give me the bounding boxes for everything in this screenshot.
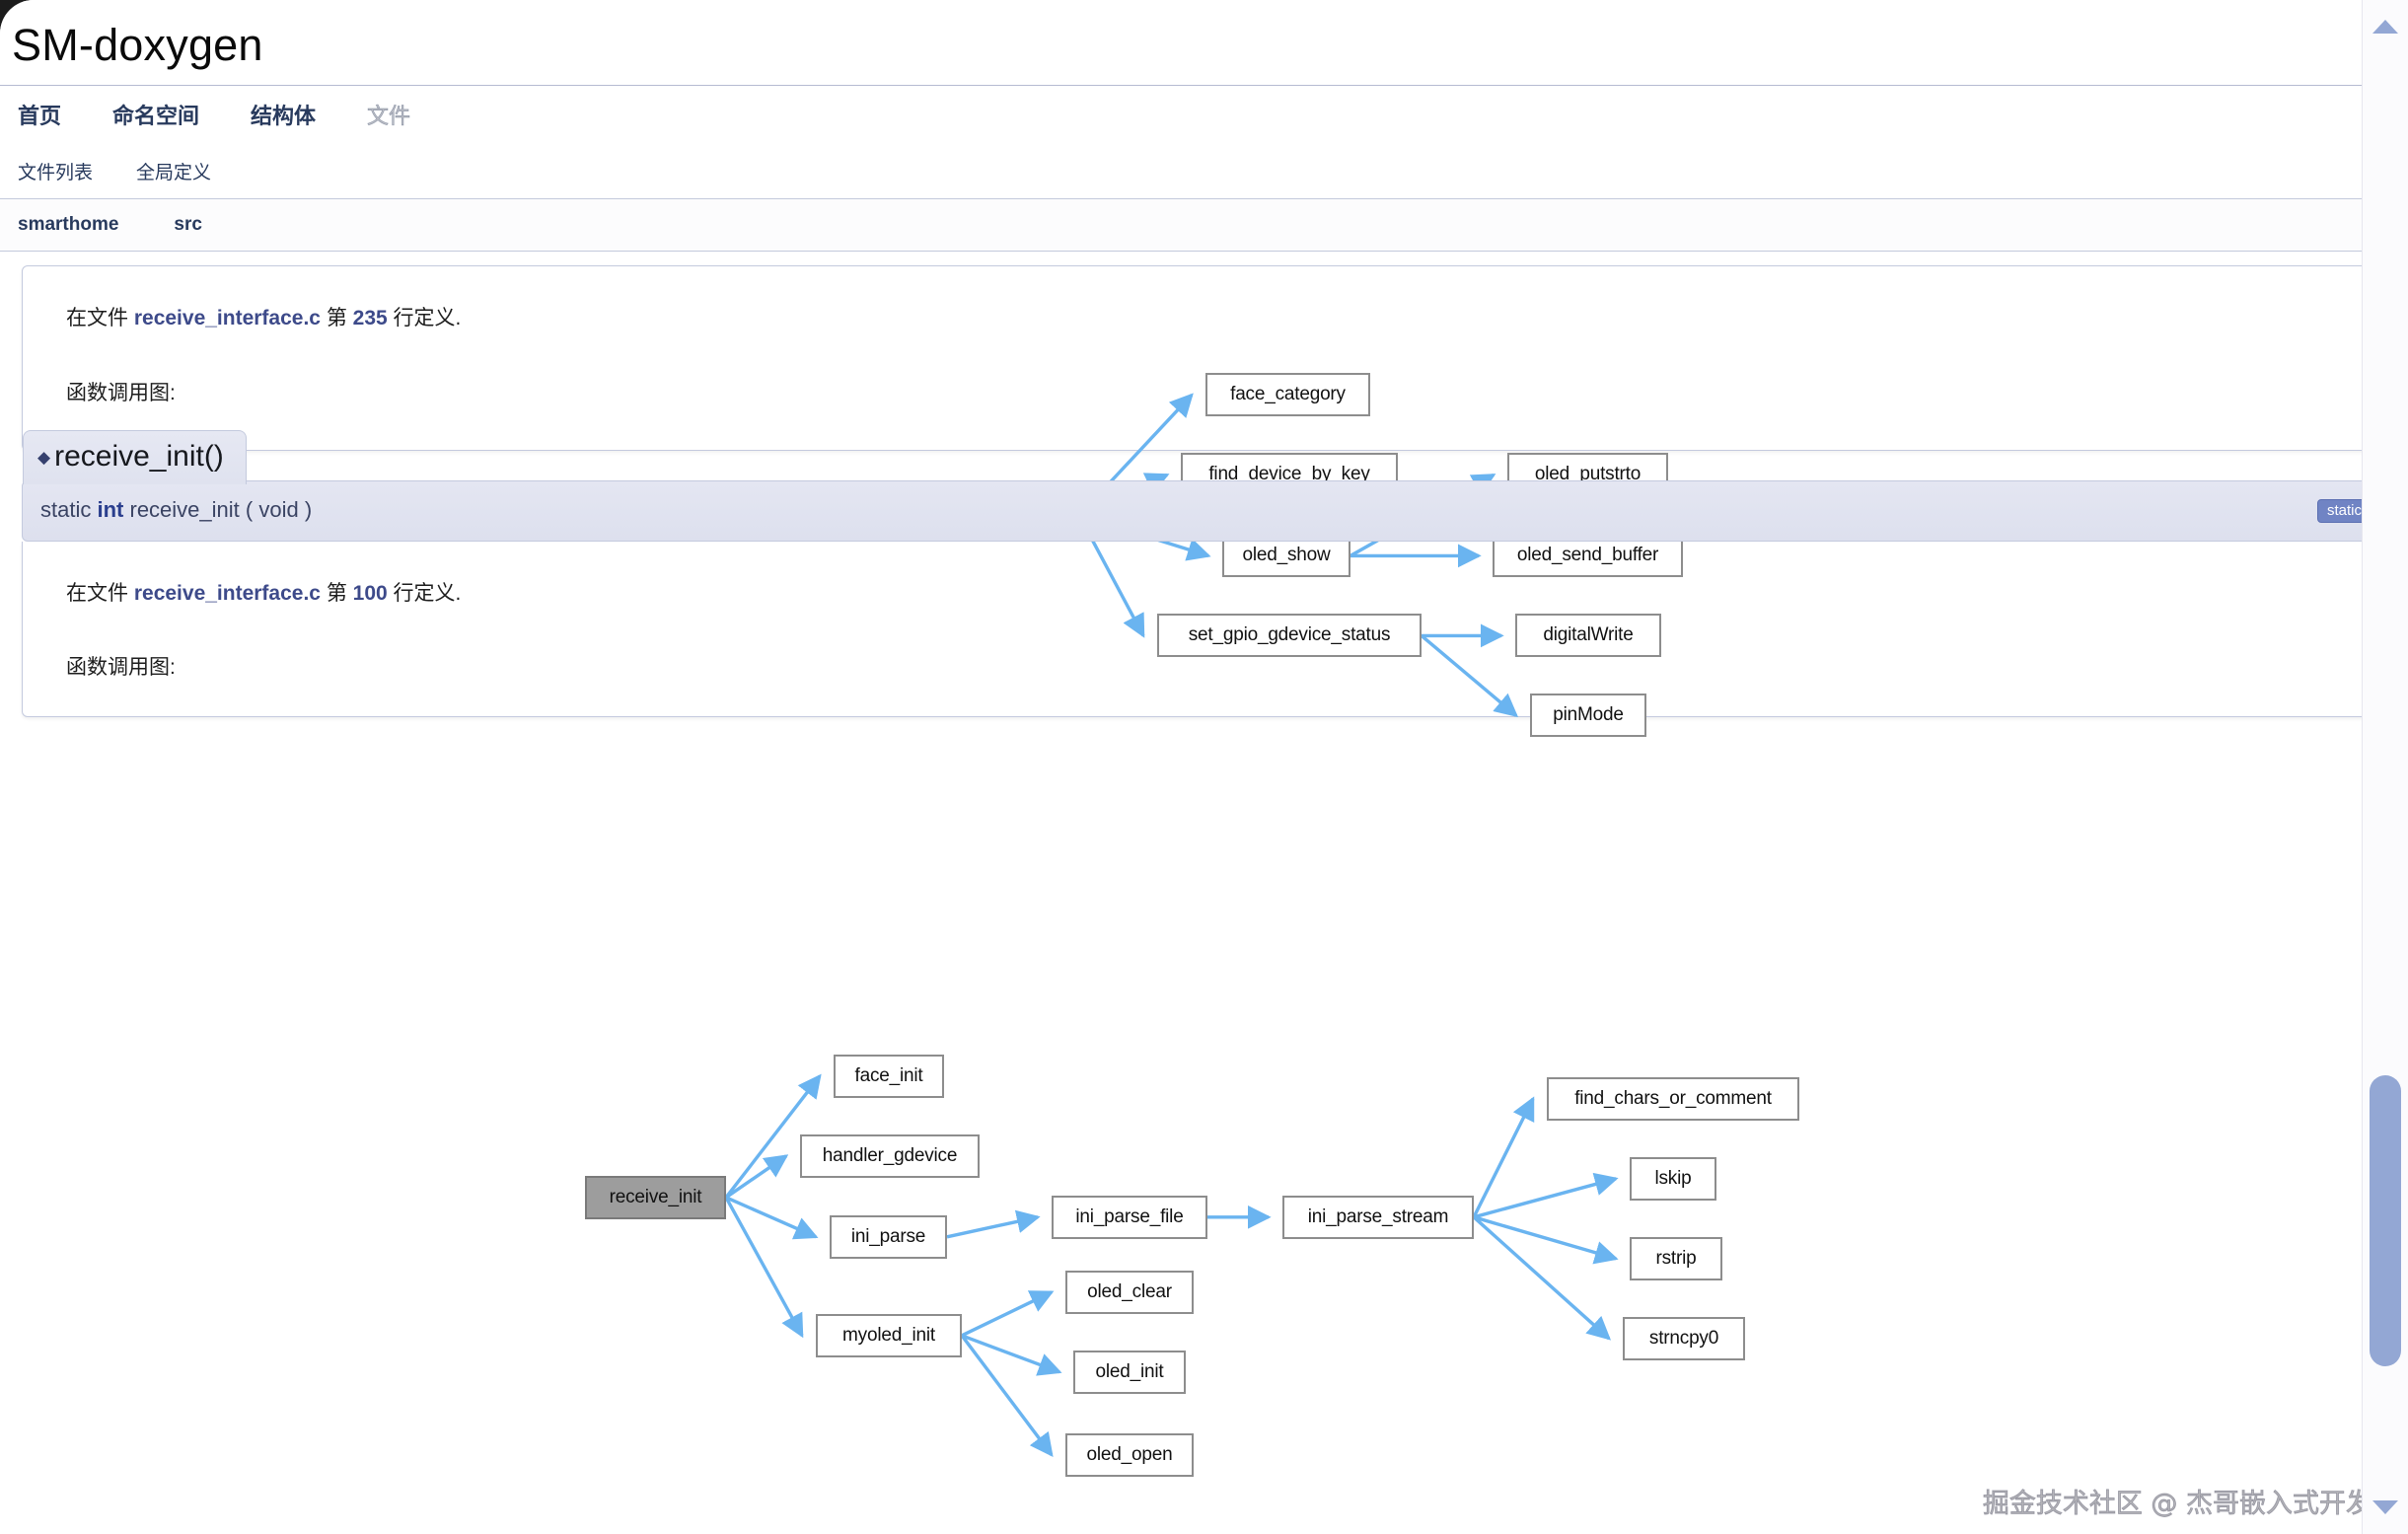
def-line-number: 100 bbox=[352, 581, 388, 605]
page-title: SM-doxygen bbox=[12, 20, 263, 70]
graph-node-ini_parse[interactable]: ini_parse bbox=[830, 1215, 947, 1259]
breadcrumb-src[interactable]: src bbox=[174, 214, 202, 235]
title-area: SM-doxygen bbox=[0, 0, 2408, 85]
definition-line-1: 在文件 receive_interface.c 第 235 行定义. bbox=[66, 302, 2358, 335]
graph-node-oled_open[interactable]: oled_open bbox=[1065, 1433, 1194, 1477]
signature-name: receive_init bbox=[129, 496, 240, 522]
graph-node-oled_init[interactable]: oled_init bbox=[1073, 1351, 1186, 1394]
primary-tab-list: 首页 命名空间 结构体 文件 bbox=[0, 86, 2408, 143]
callgraph-receive-init-edges bbox=[724, 1073, 1619, 1458]
page-scrollbar[interactable] bbox=[2362, 0, 2408, 1534]
tab-structs[interactable]: 结构体 bbox=[251, 104, 317, 128]
callgraph-caption-2: 函数调用图: bbox=[66, 656, 176, 680]
def-prefix: 在文件 bbox=[66, 307, 134, 329]
edge-myoled_init-to-oled_open bbox=[960, 1334, 1054, 1458]
graph-node-myoled_init[interactable]: myoled_init bbox=[816, 1314, 962, 1357]
graph-node-pinMode[interactable]: pinMode bbox=[1530, 694, 1646, 737]
memdoc-receive-get: 在文件 receive_interface.c 第 235 行定义. 函数调用图… bbox=[22, 265, 2386, 737]
edge-receive_init-to-face_init bbox=[724, 1073, 822, 1200]
watermark: 掘金技术社区 @ 杰哥嵌入式开发 bbox=[1982, 1489, 2372, 1520]
def-mid: 第 bbox=[320, 307, 353, 329]
tab-structs-item: 结构体 bbox=[251, 99, 367, 130]
def-file-link[interactable]: receive_interface.c bbox=[133, 581, 321, 605]
graph-node-oled_clear[interactable]: oled_clear bbox=[1065, 1271, 1194, 1314]
scroll-down-button[interactable] bbox=[2363, 1485, 2408, 1530]
edge-ini_parse_stream-to-rstrip bbox=[1473, 1215, 1619, 1265]
diamond-bullet-icon: ◆ bbox=[37, 448, 51, 468]
graph-node-digitalWrite[interactable]: digitalWrite bbox=[1515, 614, 1661, 657]
graph-node-rstrip[interactable]: rstrip bbox=[1630, 1237, 1722, 1280]
tab-globals[interactable]: 全局定义 bbox=[136, 162, 212, 183]
edge-receive_init-to-handler_gdevice bbox=[725, 1154, 789, 1200]
edge-myoled_init-to-oled_clear bbox=[961, 1290, 1055, 1338]
def-prefix: 在文件 bbox=[66, 581, 134, 605]
scroll-up-button[interactable] bbox=[2363, 4, 2408, 49]
graph-node-handler_gdevice[interactable]: handler_gdevice bbox=[800, 1134, 980, 1178]
graph-node-face_init[interactable]: face_init bbox=[834, 1055, 944, 1098]
def-file-link[interactable]: receive_interface.c bbox=[133, 307, 321, 329]
edge-ini_parse_stream-to-lskip bbox=[1473, 1173, 1619, 1219]
memitem-header-receive-init: ◆receive_init() static int receive_init … bbox=[22, 429, 2386, 542]
graph-node-find_chars_or_comment[interactable]: find_chars_or_comment bbox=[1547, 1077, 1799, 1121]
graph-node-face_category[interactable]: face_category bbox=[1205, 373, 1370, 416]
breadcrumb-smarthome[interactable]: smarthome bbox=[18, 214, 119, 235]
graph-node-set_gpio_gdevice_status[interactable]: set_gpio_gdevice_status bbox=[1157, 614, 1422, 657]
graph-node-strncpy0[interactable]: strncpy0 bbox=[1623, 1317, 1745, 1360]
tab-home[interactable]: 首页 bbox=[18, 104, 62, 128]
tab-file-list-item: 文件列表 bbox=[18, 158, 136, 184]
signature-type: int bbox=[97, 496, 124, 522]
edge-set_gpio_gdevice_status-to-pinMode bbox=[1420, 633, 1519, 717]
signature-args: ( void ) bbox=[245, 496, 313, 522]
member-prototype: ◆receive_init() static int receive_init … bbox=[22, 429, 2386, 542]
member-title: ◆receive_init() bbox=[23, 429, 247, 485]
graph-node-lskip[interactable]: lskip bbox=[1630, 1157, 1716, 1201]
tab-file-list[interactable]: 文件列表 bbox=[18, 162, 94, 183]
chevron-up-icon bbox=[2372, 20, 2398, 34]
graph-node-receive_init[interactable]: receive_init bbox=[585, 1176, 726, 1219]
definition-line-2: 在文件 receive_interface.c 第 100 行定义. bbox=[66, 577, 2358, 611]
graph-node-ini_parse_file[interactable]: ini_parse_file bbox=[1052, 1196, 1207, 1239]
tab-files[interactable]: 文件 bbox=[367, 104, 411, 129]
def-line-number: 235 bbox=[352, 307, 388, 329]
def-suffix: 行定义. bbox=[387, 581, 462, 605]
edge-myoled_init-to-oled_init bbox=[961, 1334, 1062, 1376]
edge-receive_init-to-ini_parse bbox=[725, 1196, 819, 1240]
member-signature: static int receive_init ( void ) bbox=[23, 481, 2385, 541]
graph-node-ini_parse_stream[interactable]: ini_parse_stream bbox=[1282, 1196, 1474, 1239]
breadcrumb: smarthome src bbox=[0, 198, 2408, 252]
scrollbar-thumb[interactable] bbox=[2370, 1075, 2401, 1366]
secondary-tab-list: 文件列表 全局定义 bbox=[0, 143, 2408, 198]
tab-home-item: 首页 bbox=[18, 99, 112, 130]
chevron-down-icon bbox=[2372, 1500, 2398, 1514]
edge-ini_parse-to-ini_parse_file bbox=[946, 1209, 1041, 1239]
tab-globals-item: 全局定义 bbox=[136, 158, 255, 184]
def-suffix: 行定义. bbox=[387, 307, 462, 329]
tab-files-item: 文件 bbox=[367, 99, 462, 130]
signature-static: static bbox=[40, 496, 92, 522]
content-area: 在文件 receive_interface.c 第 235 行定义. 函数调用图… bbox=[0, 265, 2408, 1477]
edge-receive_init-to-myoled_init bbox=[724, 1197, 804, 1339]
member-title-text: receive_init() bbox=[54, 439, 224, 473]
edge-ini_parse_stream-to-find_chars_or_comment bbox=[1472, 1096, 1535, 1218]
callgraph-caption-1: 函数调用图: bbox=[66, 381, 176, 404]
navigation-tabs: 首页 命名空间 结构体 文件 文件列表 全局定义 bbox=[0, 85, 2408, 198]
tab-namespaces[interactable]: 命名空间 bbox=[112, 104, 200, 128]
edge-ini_parse_stream-to-strncpy0 bbox=[1472, 1215, 1612, 1341]
tab-namespaces-item: 命名空间 bbox=[112, 99, 251, 130]
def-mid: 第 bbox=[320, 581, 353, 605]
